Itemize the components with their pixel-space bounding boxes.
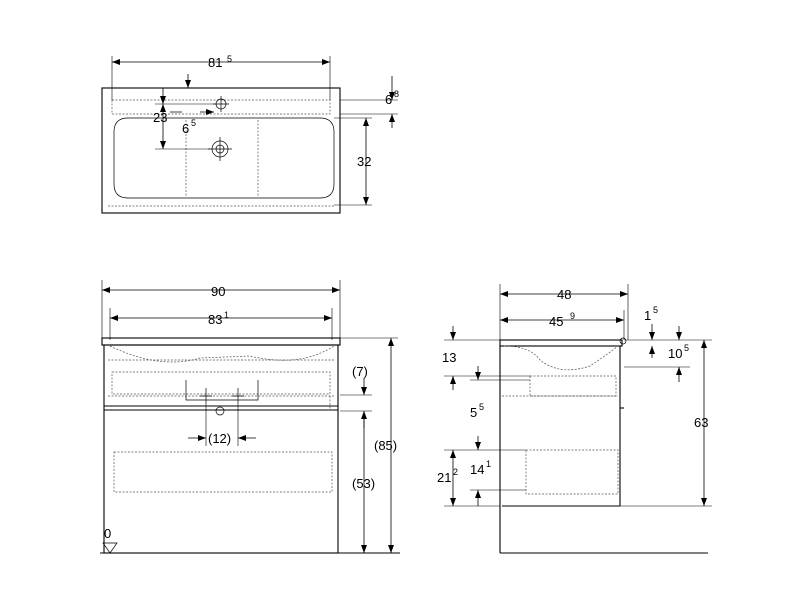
dim-side-depth-main: 48: [557, 287, 571, 302]
dim-lower-drawer-main: 21: [437, 470, 451, 485]
dim-bowl-depth-main: 32: [357, 154, 371, 169]
dim-gap-main: 5: [470, 405, 477, 420]
dim-rim-depth-main: 6: [385, 92, 392, 107]
dim-top-offset-sup: 5: [653, 305, 658, 315]
side-countertop: [499, 339, 623, 347]
cabinet-body: [103, 344, 339, 554]
basin-bowl: [113, 117, 335, 199]
dim-lower-front-sup: 1: [486, 459, 491, 469]
dim-top-drawer-depth-main: 13: [442, 350, 456, 365]
dim-top-width-sup: 5: [227, 54, 232, 64]
side-basin-profile: [503, 345, 619, 371]
drain-hole-icon: [215, 406, 225, 416]
dim-drawer-height-main: (7): [352, 364, 368, 379]
dim-overall-height-main: (85): [374, 438, 397, 453]
dim-drain-spacing-main: (12): [208, 431, 231, 446]
drawer-divider: [104, 405, 338, 411]
top-view-outline: [101, 87, 341, 214]
dim-tap-shift-main: 6: [182, 121, 189, 136]
floor-level-icon: [102, 542, 118, 554]
dim-side-inner-depth-main: 45: [549, 314, 563, 329]
side-lower-drawer: [525, 449, 619, 495]
dim-base-height-main: (53): [352, 476, 375, 491]
dim-tap-shift-sup: 5: [191, 118, 196, 128]
dim-top-thickness-sup: 5: [684, 343, 689, 353]
countertop: [101, 337, 341, 346]
side-hinge: [619, 337, 627, 345]
dim-lower-front-main: 14: [470, 462, 484, 477]
tap-hole-icon: [213, 96, 229, 112]
front-view: 90 83 1 (12) (7) (85) (53) 0: [100, 280, 400, 554]
dim-tap-offset-main: 23: [153, 110, 167, 125]
basin-profile: [109, 345, 335, 363]
side-view: 48 45 9 1 5 10 5 13 5 5 63 21: [437, 284, 712, 554]
side-cabinet: [499, 346, 621, 553]
dim-top-offset-main: 1: [644, 308, 651, 323]
drain-icon: [208, 137, 232, 161]
siphon-box: [185, 380, 259, 401]
drain-cross-left-icon: [200, 388, 212, 404]
dim-side-inner-depth-sup: 9: [570, 311, 575, 321]
lower-drawer-front: [113, 451, 333, 493]
upper-drawer-front: [111, 371, 331, 395]
dim-overall-width-main: 90: [211, 284, 225, 299]
dim-rim-depth-sup: 8: [394, 89, 399, 99]
side-upper-drawer: [529, 375, 617, 397]
dim-lower-drawer-sup: 2: [453, 467, 458, 477]
dim-inner-width-main: 83: [208, 312, 222, 327]
dim-top-width-main: 81: [208, 55, 222, 70]
top-view: 81 5 6 8 23 6 5 32: [101, 54, 399, 214]
dim-top-thickness-main: 10: [668, 346, 682, 361]
dim-inner-width-sup: 1: [224, 310, 229, 320]
floor-level-label: 0: [104, 526, 111, 541]
dim-side-height-main: 63: [694, 415, 708, 430]
dim-gap-sup: 5: [479, 402, 484, 412]
drain-cross-right-icon: [232, 388, 244, 404]
